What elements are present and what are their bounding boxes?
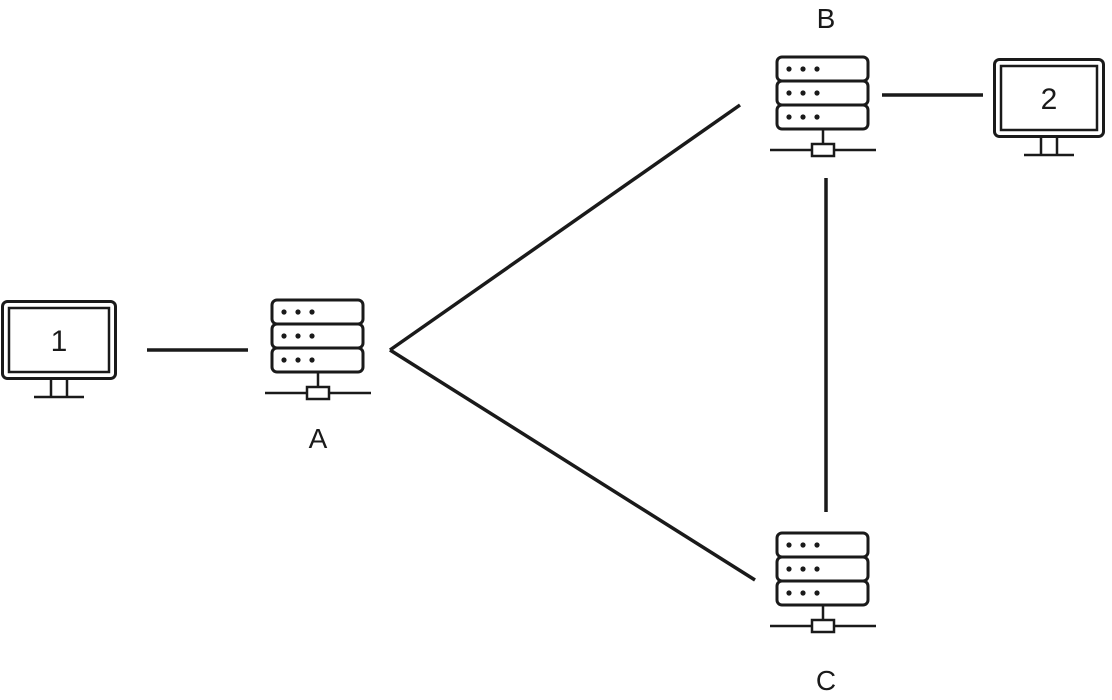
server-a-icon (265, 298, 371, 401)
computer-1-icon (1, 300, 117, 399)
server-c-icon (770, 531, 876, 634)
computer-label: 1 (51, 325, 68, 358)
computer-label: 2 (1041, 83, 1058, 116)
computer-2-icon (993, 58, 1105, 157)
server-b-icon (770, 55, 876, 158)
link-a-c (389, 348, 756, 582)
server-label: C (816, 665, 836, 696)
server-label: A (309, 423, 328, 454)
link-a-b (388, 103, 742, 352)
server-label: B (817, 3, 836, 34)
